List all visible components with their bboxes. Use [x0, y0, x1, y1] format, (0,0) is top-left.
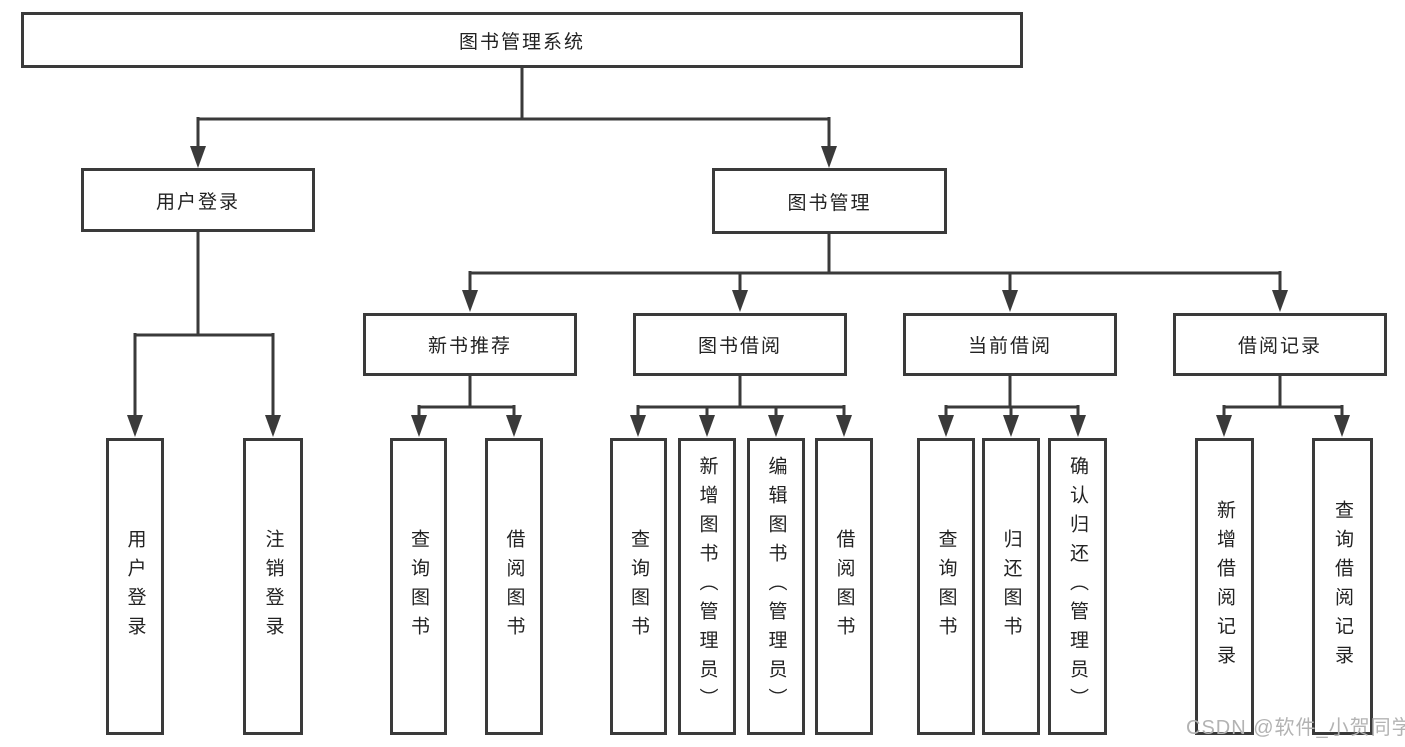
- node-user-login: 用户登录: [81, 168, 315, 232]
- leaf-borrow-edit-admin: 编辑图书（管理员）: [747, 438, 805, 735]
- node-current-borrow-label: 当前借阅: [967, 336, 1052, 357]
- leaf-current-return-label: 归还图书: [1000, 528, 1022, 645]
- watermark: CSDN @软件_小贺同学: [1186, 717, 1405, 739]
- leaf-borrow-edit-admin-label: 编辑图书（管理员）: [765, 456, 787, 717]
- leaf-borrow-add-admin-label: 新增图书（管理员）: [696, 456, 718, 717]
- arrowhead: [411, 415, 427, 437]
- leaf-records-add: 新增借阅记录: [1195, 438, 1254, 735]
- node-book-borrow-label: 图书借阅: [697, 336, 782, 357]
- leaf-user-login: 用户登录: [106, 438, 164, 735]
- arrowhead: [1272, 290, 1288, 312]
- arrowhead: [462, 290, 478, 312]
- arrowhead: [1002, 290, 1018, 312]
- arrowhead: [938, 415, 954, 437]
- node-book-borrow: 图书借阅: [633, 313, 847, 376]
- node-book-management-label: 图书管理: [787, 192, 872, 214]
- leaf-borrow-add-admin: 新增图书（管理员）: [678, 438, 736, 735]
- leaf-records-query: 查询借阅记录: [1312, 438, 1373, 735]
- leaf-logout-label: 注销登录: [262, 528, 284, 645]
- leaf-current-confirm-admin: 确认归还（管理员）: [1048, 438, 1107, 735]
- arrowhead: [699, 415, 715, 437]
- node-new-book-recommend: 新书推荐: [363, 313, 577, 376]
- arrowhead: [1070, 415, 1086, 437]
- arrowhead: [190, 146, 206, 168]
- arrowhead: [821, 146, 837, 168]
- leaf-records-query-label: 查询借阅记录: [1332, 499, 1353, 674]
- arrowhead: [836, 415, 852, 437]
- leaf-borrow-book: 借阅图书: [815, 438, 873, 735]
- leaf-current-confirm-admin-label: 确认归还（管理员）: [1067, 456, 1088, 717]
- arrowhead: [506, 415, 522, 437]
- arrowhead: [127, 415, 143, 437]
- arrowhead: [630, 415, 646, 437]
- leaf-logout: 注销登录: [243, 438, 303, 735]
- leaf-borrow-book-label: 借阅图书: [833, 528, 855, 645]
- node-root: 图书管理系统: [21, 12, 1023, 68]
- arrowhead: [1003, 415, 1019, 437]
- arrowhead: [1334, 415, 1350, 437]
- node-borrow-records-label: 借阅记录: [1237, 336, 1322, 357]
- leaf-borrow-query-label: 查询图书: [628, 528, 649, 645]
- arrowhead: [1216, 415, 1232, 437]
- leaf-newbook-borrow-label: 借阅图书: [503, 528, 525, 645]
- arrowhead: [768, 415, 784, 437]
- leaf-current-query-label: 查询图书: [935, 528, 957, 645]
- leaf-records-add-label: 新增借阅记录: [1214, 499, 1235, 674]
- leaf-newbook-query-label: 查询图书: [408, 528, 429, 645]
- node-borrow-records: 借阅记录: [1173, 313, 1387, 376]
- leaf-borrow-query: 查询图书: [610, 438, 667, 735]
- leaf-current-return: 归还图书: [982, 438, 1040, 735]
- node-current-borrow: 当前借阅: [903, 313, 1117, 376]
- node-root-label: 图书管理系统: [458, 31, 585, 53]
- node-user-login-label: 用户登录: [155, 191, 240, 213]
- arrowhead: [265, 415, 281, 437]
- leaf-current-query: 查询图书: [917, 438, 975, 735]
- node-new-book-recommend-label: 新书推荐: [427, 336, 512, 357]
- leaf-newbook-borrow: 借阅图书: [485, 438, 543, 735]
- arrowhead: [732, 290, 748, 312]
- leaf-user-login-label: 用户登录: [124, 528, 146, 645]
- leaf-newbook-query: 查询图书: [390, 438, 447, 735]
- node-book-management: 图书管理: [712, 168, 947, 234]
